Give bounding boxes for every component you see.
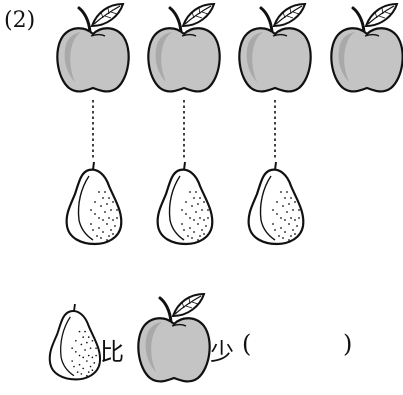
- apple-icon: [137, 292, 211, 383]
- apple-icon: [330, 2, 403, 93]
- apple-icon: [238, 2, 312, 93]
- apple-icon: [137, 292, 211, 383]
- pear-row: [65, 161, 305, 246]
- open-paren: (: [242, 330, 252, 358]
- pear-icon: [48, 303, 102, 381]
- pear-icon: [247, 161, 305, 246]
- pear-icon: [65, 161, 123, 246]
- less-word: 少: [210, 338, 234, 366]
- apple-icon: [56, 2, 130, 93]
- close-paren: ): [343, 330, 353, 358]
- apple-row: [56, 2, 403, 93]
- pear-icon: [156, 161, 214, 246]
- compare-word: 比: [100, 338, 124, 366]
- apple-icon: [147, 2, 221, 93]
- question-number: (2): [4, 8, 36, 33]
- pear-icon: [48, 303, 102, 381]
- match-lines: [92, 100, 276, 158]
